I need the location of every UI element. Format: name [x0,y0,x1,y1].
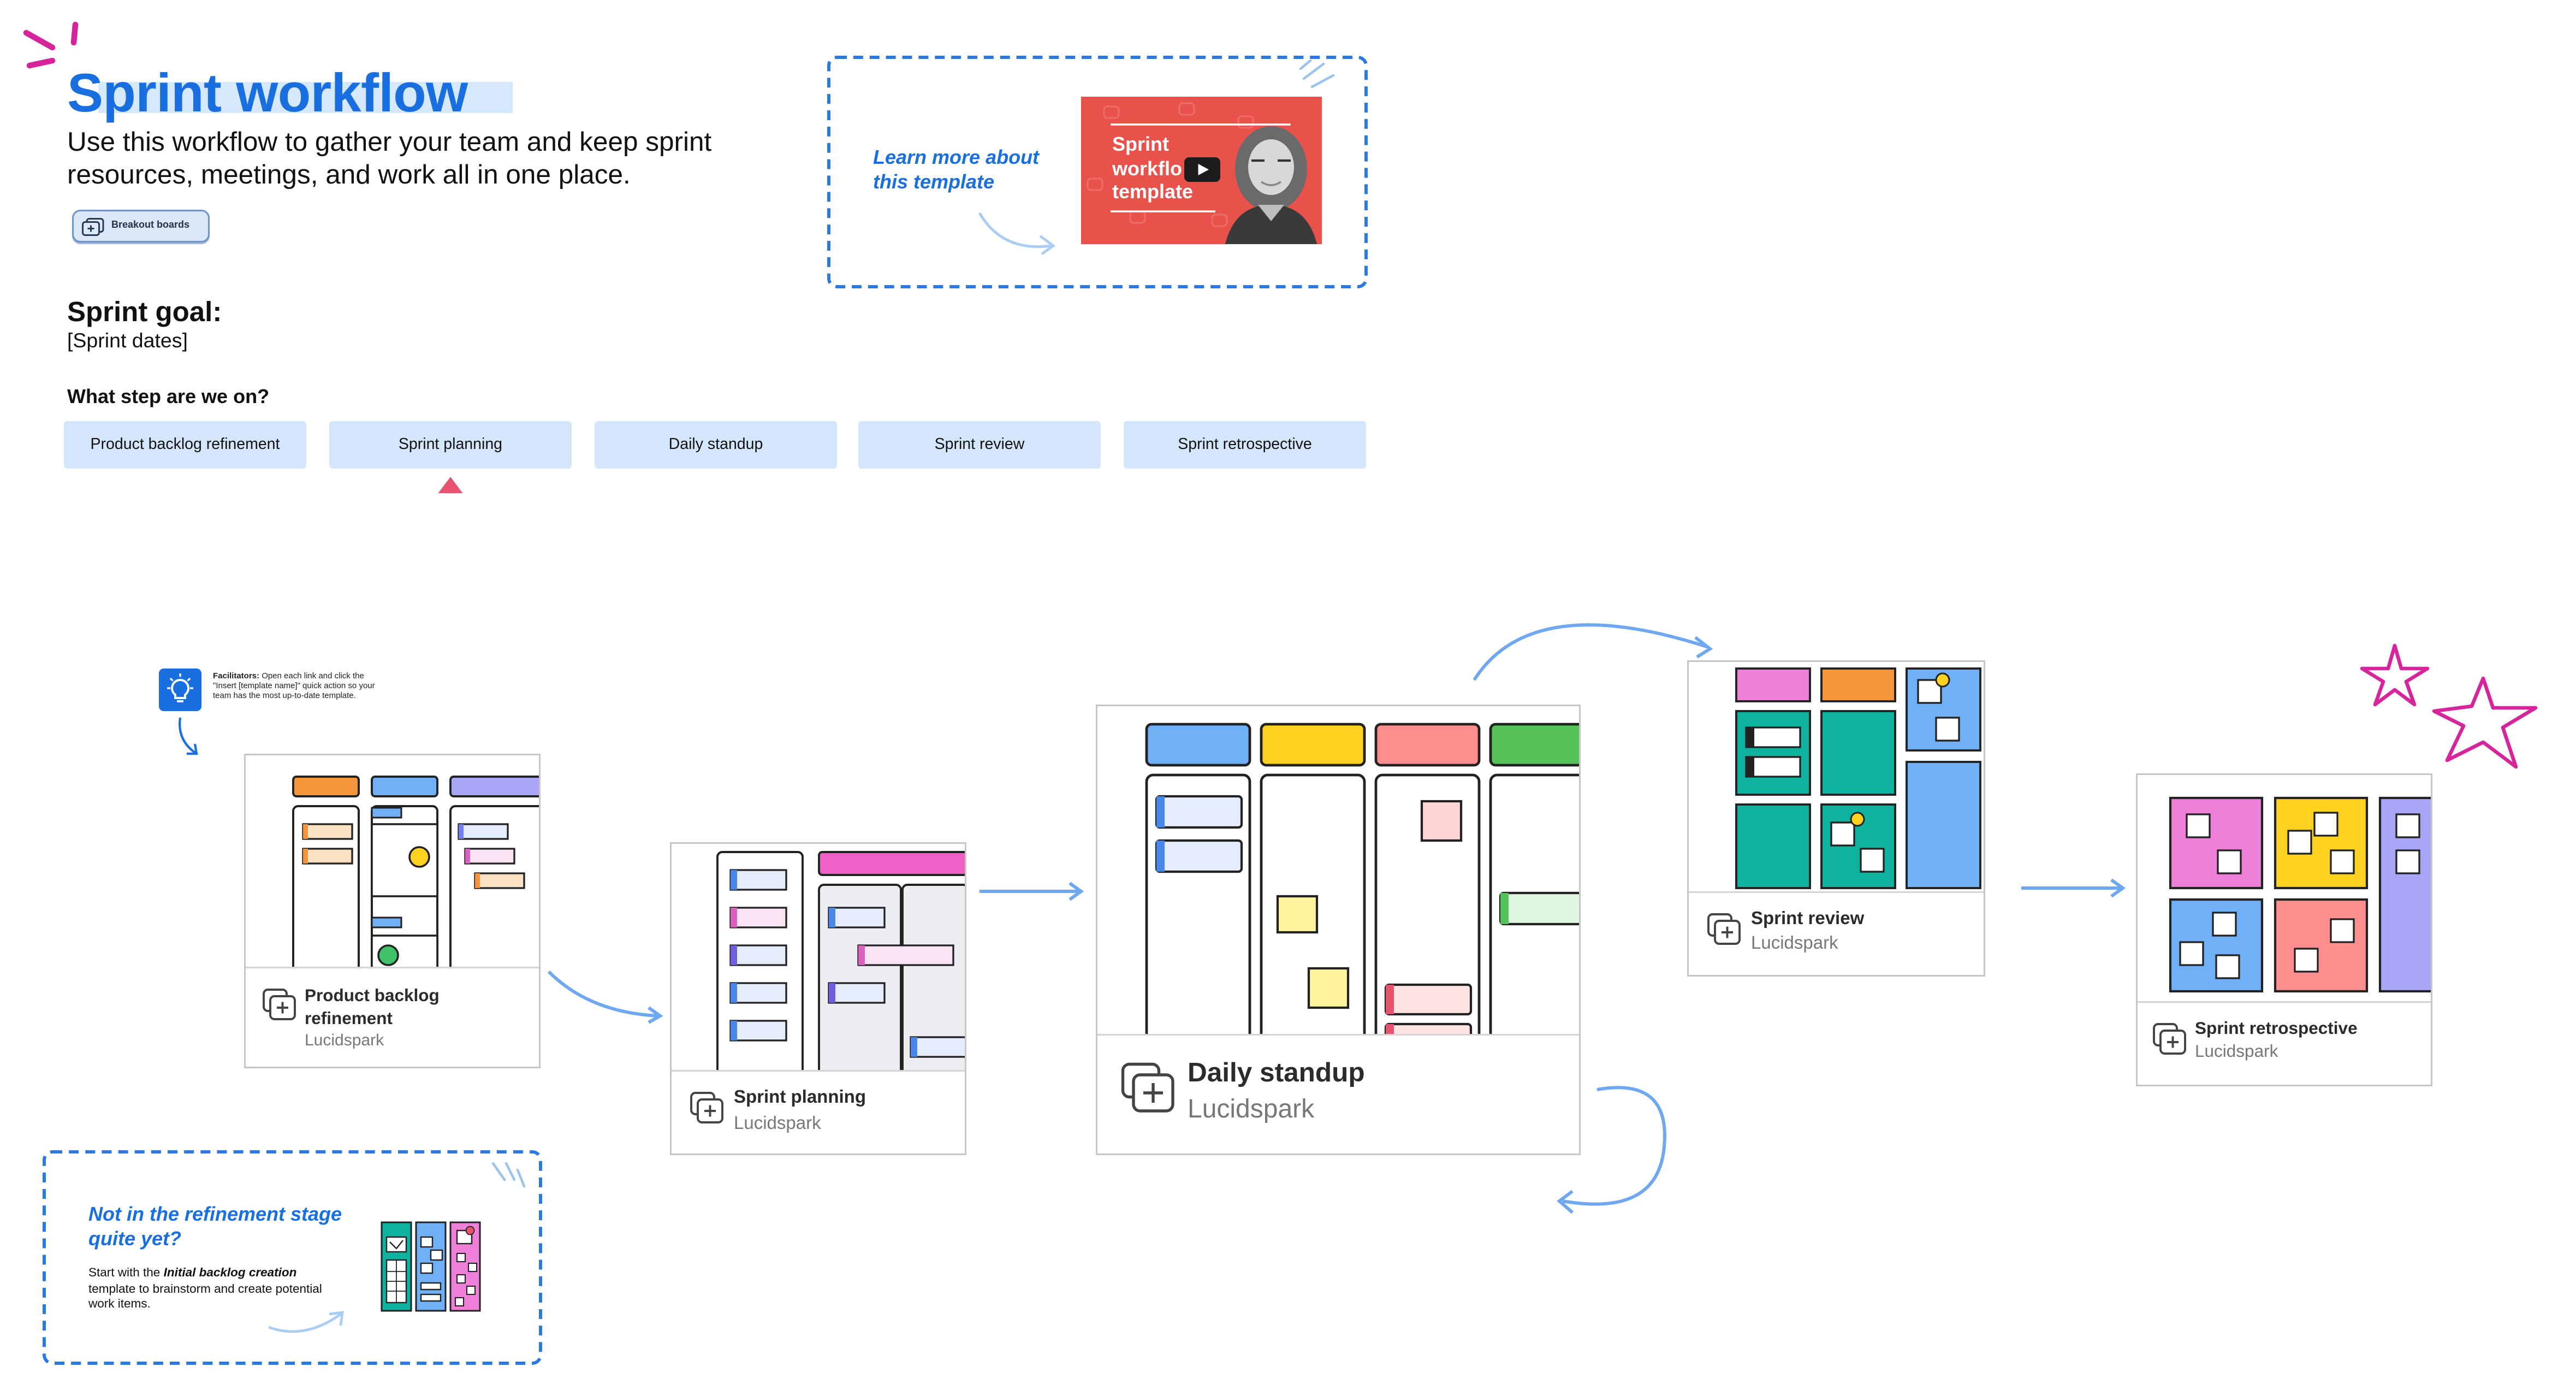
card-footer: Sprint review Lucidspark [1689,891,1984,975]
template-insert-icon [1707,913,1741,945]
card-provider: Lucidspark [305,1032,384,1050]
card-title: Product backlog refinement [305,986,440,1029]
backlog-board-illustration [381,1221,481,1312]
board-preview [292,776,539,970]
learn-more-text[interactable]: Learn more about this template [873,146,1040,193]
facilitators-note: Facilitators: Open each link and click t… [213,672,375,701]
curved-arrow-icon [268,1311,344,1333]
not-in-refinement-box [43,1150,542,1365]
step-sprint-retrospective[interactable]: Sprint retrospective [1124,421,1366,469]
sparkle-lines-icon [1299,59,1335,88]
breakout-boards-label: Breakout boards [111,221,190,231]
loop-arrow-icon [1557,1086,1666,1214]
board-preview [1145,723,1579,1039]
flow-arrow-icon [2021,878,2126,898]
card-provider: Lucidspark [1751,934,1838,954]
card-sprint-planning[interactable]: Sprint planning Lucidspark [670,842,966,1155]
sprint-dates: [Sprint dates] [67,329,188,352]
flow-arrow-icon [547,970,663,1024]
template-insert-icon [2153,1023,2186,1055]
template-insert-icon [263,989,296,1020]
card-footer: Sprint retrospective Lucidspark [2138,1001,2431,1085]
template-insert-icon [690,1092,723,1123]
small-arrow-icon [179,717,198,755]
card-title: Daily standup [1188,1058,1365,1088]
card-footer: Product backlog refinement Lucidspark [246,967,539,1067]
sparkle-doodle-icon [23,21,79,69]
card-provider: Lucidspark [2195,1042,2278,1062]
step-sprint-review[interactable]: Sprint review [858,421,1101,469]
card-product-backlog-refinement[interactable]: Product backlog refinement Lucidspark [244,754,541,1068]
video-title: Sprint workflo template [1112,133,1194,203]
not-in-refinement-heading: Not in the refinement stage quite yet? [88,1203,342,1250]
not-in-refinement-body: Start with the Initial backlog creation … [88,1265,322,1311]
card-provider: Lucidspark [734,1114,821,1134]
play-icon[interactable] [1184,157,1220,182]
card-sprint-review[interactable]: Sprint review Lucidspark [1687,660,1985,977]
step-question: What step are we on? [67,385,270,408]
video-thumbnail[interactable]: Sprint workflo template [1081,97,1322,244]
card-daily-standup[interactable]: Daily standup Lucidspark [1096,705,1581,1155]
page-title: Sprint workflow [67,62,468,123]
sprint-goal-label: Sprint goal: [67,297,222,328]
flow-arrow-icon [1473,623,1713,681]
curved-arrow-icon [978,212,1056,255]
template-insert-icon [1121,1062,1174,1113]
sparkle-lines-icon [491,1162,526,1188]
page-subtitle: Use this workflow to gather your team an… [67,128,712,190]
card-footer: Sprint planning Lucidspark [672,1070,965,1154]
board-icon [82,217,104,235]
board-preview [1735,667,1981,889]
card-title: Sprint retrospective [2195,1019,2358,1039]
card-footer: Daily standup Lucidspark [1097,1034,1579,1154]
step-product-backlog-refinement[interactable]: Product backlog refinement [64,421,306,469]
learn-more-box [827,56,1368,288]
thumbnail-pattern [1087,102,1291,227]
stars-doodle-icon [2360,643,2538,769]
card-sprint-retrospective[interactable]: Sprint retrospective Lucidspark [2136,773,2432,1086]
card-title: Sprint review [1751,909,1865,929]
card-provider: Lucidspark [1188,1096,1315,1124]
breakout-boards-button[interactable]: Breakout boards [72,210,210,242]
step-daily-standup[interactable]: Daily standup [595,421,837,469]
board-preview [716,851,965,1075]
current-step-marker-icon[interactable] [437,477,464,495]
board-preview [2169,796,2431,993]
lightbulb-icon [159,669,201,711]
flow-arrow-icon [980,882,1084,901]
presenter-photo [1225,126,1317,244]
card-title: Sprint planning [734,1088,866,1108]
initial-backlog-creation-link[interactable]: Initial backlog creation [163,1265,297,1280]
step-sprint-planning[interactable]: Sprint planning [329,421,572,469]
title-highlight [98,82,513,113]
